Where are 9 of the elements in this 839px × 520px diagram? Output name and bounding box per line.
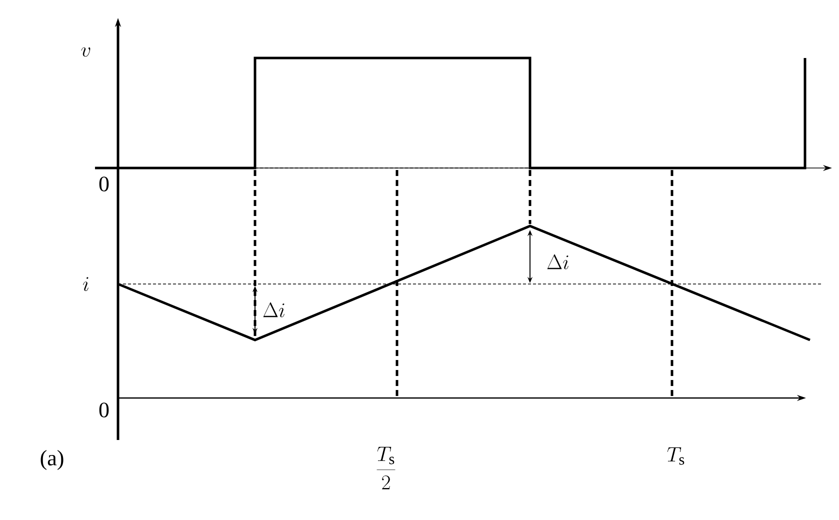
panel-label: (a) [40, 450, 64, 470]
tick-label: $\frac{T_{\mathrm{s}}}{2}$ [376, 446, 396, 490]
tick-label: $T_{\mathrm{s}}$ [667, 447, 684, 465]
axis-label: $v$ [81, 47, 90, 57]
axis-label: 0 [99, 176, 109, 192]
axis-label: $i$ [83, 277, 88, 291]
measure-label: $\Delta i$ [263, 302, 284, 318]
axis-label: 0 [99, 402, 109, 418]
measure-label: $\Delta i$ [547, 254, 568, 270]
